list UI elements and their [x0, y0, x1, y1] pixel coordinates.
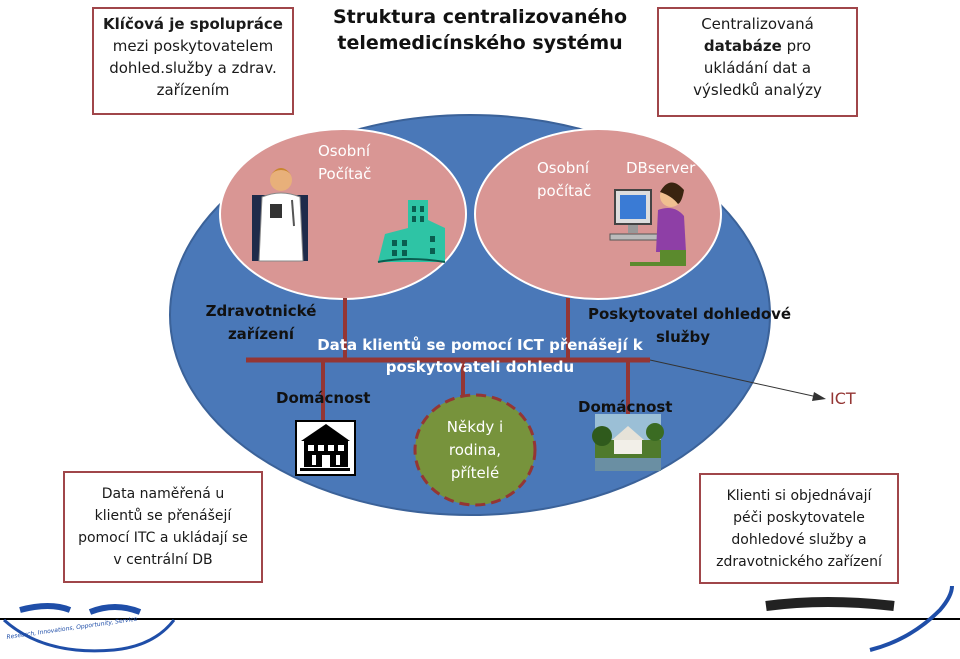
page-title: Struktura centralizovaného telemedicínsk… [320, 4, 640, 56]
family-label-line3: přítelé [450, 464, 500, 482]
facility-pc-label: Osobní Počítač [318, 140, 371, 186]
ict-label: ICT [830, 389, 856, 408]
provider-pc-line2: počítač [537, 182, 592, 200]
household-right-label: Domácnost [578, 398, 673, 416]
page-title-line1: Struktura centralizovaného [333, 6, 627, 28]
db-server-label: DBserver [626, 159, 696, 177]
clients-order-line3: dohledové služby a [731, 532, 867, 548]
facility-label: Zdravotnické zařízení [205, 300, 317, 346]
household-left-label: Domácnost [276, 389, 371, 407]
clients-order-note-box: Klienti si objednávají péči poskytovatel… [699, 473, 899, 584]
cooperation-note-line2: mezi poskytovatelem [112, 37, 274, 55]
house-photo-icon [592, 414, 664, 471]
right-logo-icon [765, 585, 954, 652]
left-logo-icon [2, 603, 176, 653]
family-label-line1: Někdy i [446, 418, 504, 436]
cooperation-note-line1: Klíčová je spolupráce [103, 15, 283, 33]
provider-label: Poskytovatel dohledové služby [588, 303, 791, 349]
database-note-line2: databáze pro [659, 35, 856, 57]
family-circle [413, 393, 537, 507]
ict-arrowhead-icon [812, 392, 826, 401]
facility-pc-line1: Osobní [318, 142, 370, 160]
database-note-bold: databáze [703, 37, 782, 55]
provider-pc-label: Osobní počítač [537, 157, 591, 203]
family-label: Někdy i rodina, přítelé [425, 416, 525, 485]
doctor-icon [252, 168, 308, 262]
database-note-rest: pro [781, 37, 812, 55]
family-label-line2: rodina, [448, 441, 502, 459]
ict-transfer-label: Data klientů se pomocí ICT přenášejí k p… [300, 334, 660, 378]
cooperation-note-box: Klíčová je spolupráce mezi poskytovatele… [92, 7, 294, 115]
cooperation-note-line4: zařízením [156, 81, 230, 99]
facility-label-line1: Zdravotnické [205, 302, 317, 320]
measured-data-line2: klientů se přenášejí [94, 508, 232, 524]
database-note-box: Centralizovaná databáze pro ukládání dat… [657, 7, 858, 117]
clients-order-line2: péči poskytovatele [733, 510, 865, 526]
house-icon [295, 420, 356, 476]
ict-transfer-line1: Data klientů se pomocí ICT přenášejí k [317, 336, 643, 354]
measured-data-line4: v centrální DB [113, 552, 213, 568]
provider-label-line1: Poskytovatel dohledové [588, 305, 792, 323]
measured-data-line1: Data naměřená u [101, 486, 225, 502]
ict-transfer-line2: poskytovateli dohledu [385, 358, 575, 376]
person-at-computer-icon [609, 182, 686, 266]
hospital-building-icon [377, 200, 446, 263]
page-title-line2: telemedicínského systému [337, 32, 623, 54]
provider-label-line2: služby [656, 328, 710, 346]
database-note-line1: Centralizovaná [701, 15, 814, 33]
provider-circle [474, 128, 722, 300]
provider-pc-line1: Osobní [537, 159, 589, 177]
facility-label-line2: zařízení [227, 325, 295, 343]
facility-pc-line2: Počítač [318, 165, 372, 183]
cooperation-note-line3: dohled.služby a zdrav. [109, 59, 277, 77]
clients-order-line4: zdravotnického zařízení [716, 554, 882, 570]
ict-arrow [649, 359, 823, 399]
clients-order-line1: Klienti si objednávají [726, 488, 872, 504]
database-note-line3: ukládání dat a [703, 59, 812, 77]
measured-data-note-box: Data naměřená u klientů se přenášejí pom… [63, 471, 263, 583]
database-note-line4: výsledků analýzy [693, 81, 822, 99]
measured-data-line3: pomocí ITC a ukládají se [78, 530, 248, 546]
